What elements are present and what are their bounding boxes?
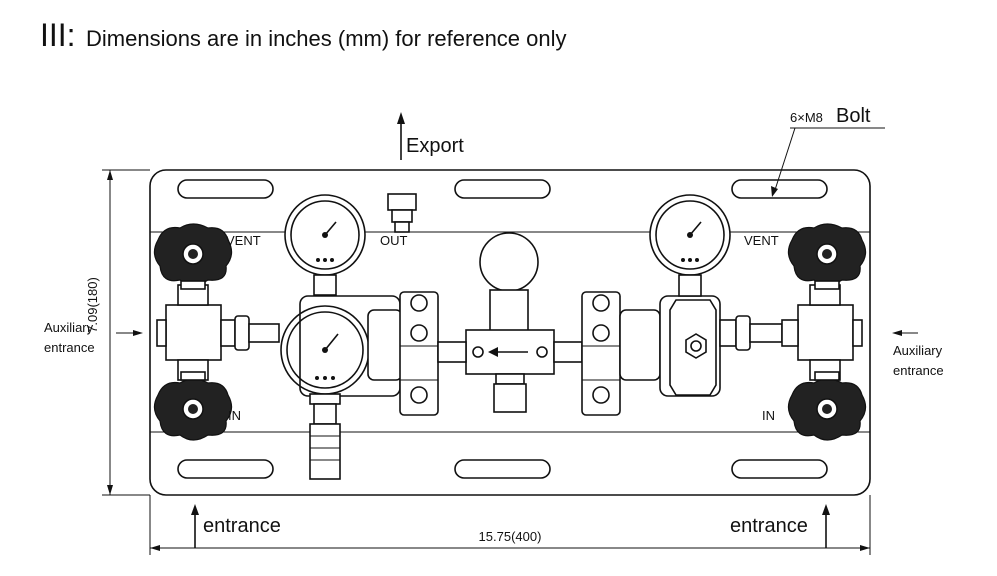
aux-left-line2: entrance [44,340,95,355]
out-label: OUT [380,233,408,248]
export-arrow [397,112,405,160]
aux-arrow-left [116,330,143,336]
entrance-arrow-left [191,504,199,548]
right-cylinder-block [581,291,621,416]
export-label: Export [406,135,464,157]
aux-right-line2: entrance [893,363,944,378]
height-dimension [102,169,150,496]
entrance-label-left: entrance [203,515,281,537]
height-dimension-label: 7.09(180) [85,277,100,333]
heading-roman: III: [40,17,76,53]
bolt-spec-label: 6×M8 [790,110,823,125]
heading-text: Dimensions are in inches (mm) for refere… [86,26,567,51]
entrance-label-right: entrance [730,515,808,537]
bolt-label: Bolt [836,105,871,127]
left-vent-valve-knob [153,223,233,290]
aux-left-line1: Auxiliary [44,320,94,335]
entrance-arrow-right [822,504,830,548]
right-in-valve-knob [787,371,867,441]
width-dimension [149,495,871,555]
left-regulator-body [299,295,403,480]
left-lower-gauge [280,305,370,395]
mounting-slots [177,179,828,479]
width-dimension-label: 15.75(400) [479,529,542,544]
center-switchover [437,232,583,413]
left-manifold [156,284,280,381]
aux-arrow-right [892,330,918,336]
out-fitting [387,193,417,233]
right-regulator-body [619,295,783,397]
vent-label-right: VENT [744,233,779,248]
right-upper-gauge [649,194,731,297]
right-manifold [781,284,863,381]
left-cylinder-block [399,291,439,416]
vent-label-left: VENT [226,233,261,248]
left-upper-gauge [284,194,366,296]
aux-right-line1: Auxiliary [893,343,943,358]
mounting-plate [149,169,871,496]
bolt-leader-line [771,127,885,197]
in-label-right: IN [762,408,775,423]
left-in-valve-knob [153,371,233,441]
right-vent-valve-knob [787,223,867,290]
in-label-left: IN [228,408,241,423]
